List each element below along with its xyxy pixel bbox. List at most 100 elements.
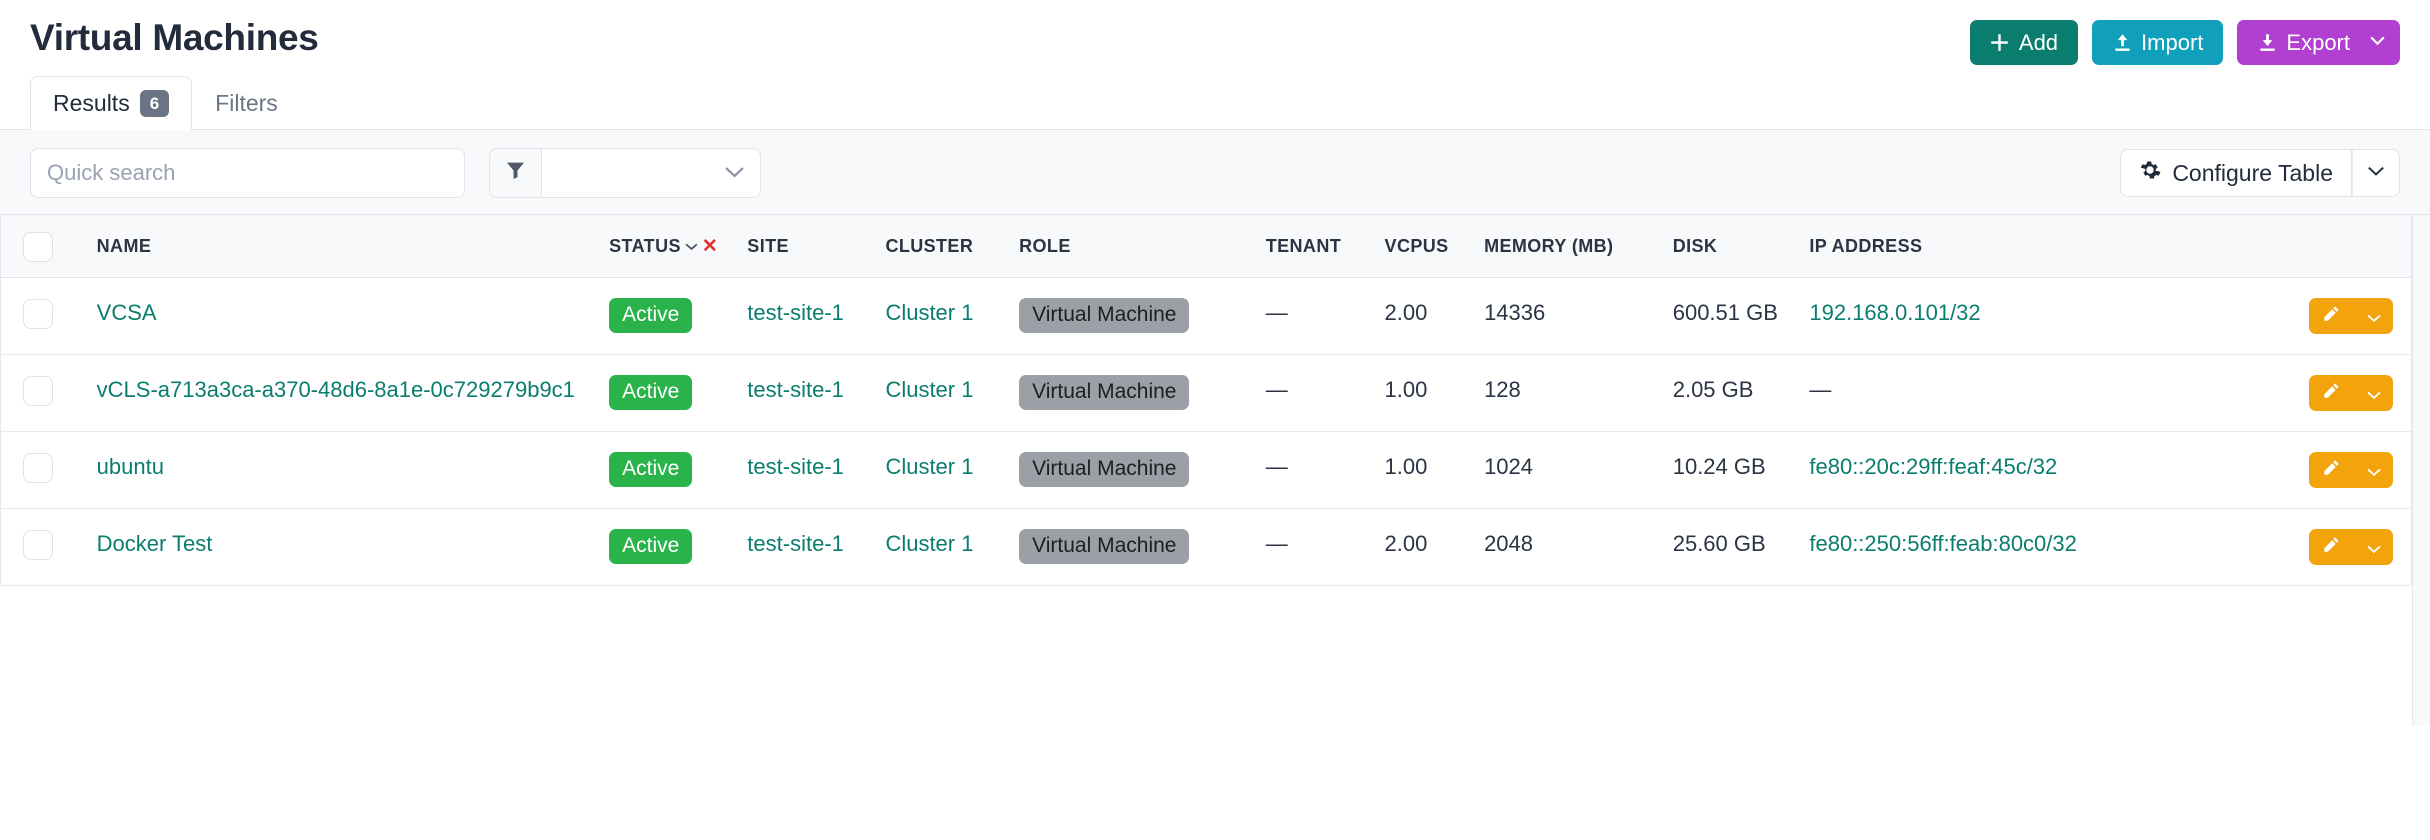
chevron-down-icon[interactable]: [2369, 34, 2386, 50]
column-header-disk[interactable]: DISK: [1662, 215, 1800, 278]
column-header-memory[interactable]: MEMORY (MB): [1474, 215, 1663, 278]
site-link[interactable]: test-site-1: [747, 531, 844, 556]
cell-role: Virtual Machine: [1009, 431, 1256, 509]
cell-site: test-site-1: [737, 431, 876, 509]
cell-disk: 10.24 GB: [1662, 431, 1800, 509]
filter-button[interactable]: [489, 148, 541, 198]
column-header-cluster[interactable]: CLUSTER: [875, 215, 1010, 278]
site-link[interactable]: test-site-1: [747, 377, 844, 402]
column-header-site[interactable]: SITE: [737, 215, 876, 278]
site-link[interactable]: test-site-1: [747, 454, 844, 479]
table-scrollbar[interactable]: [2412, 215, 2430, 726]
row-checkbox[interactable]: [23, 376, 53, 407]
tab-filters-label: Filters: [215, 90, 278, 117]
row-actions-dropdown[interactable]: [2353, 452, 2393, 488]
cell-name: vCLS-a713a3ca-a370-48d6-8a1e-0c729279b9c…: [86, 354, 600, 432]
import-button[interactable]: Import: [2092, 20, 2224, 65]
select-all-checkbox[interactable]: [23, 232, 53, 262]
status-badge: Active: [609, 298, 693, 334]
tab-filters[interactable]: Filters: [192, 76, 301, 130]
vm-name-link[interactable]: VCSA: [96, 300, 157, 325]
pencil-icon: [2322, 455, 2340, 484]
row-select-cell: [0, 354, 87, 432]
column-header-status-label: STATUS: [609, 236, 681, 256]
cell-status: Active: [599, 277, 738, 355]
pencil-icon: [2322, 378, 2340, 407]
row-checkbox[interactable]: [23, 453, 53, 484]
cluster-link[interactable]: Cluster 1: [885, 300, 974, 325]
add-button-label: Add: [2018, 29, 2059, 55]
cluster-link[interactable]: Cluster 1: [885, 454, 974, 479]
download-icon: [2257, 33, 2277, 53]
cell-ip-address-link[interactable]: fe80::20c:29ff:feaf:45c/32: [1809, 454, 2058, 479]
edit-button[interactable]: [2309, 452, 2353, 488]
row-actions-dropdown[interactable]: [2353, 529, 2393, 565]
row-checkbox[interactable]: [23, 299, 53, 330]
cell-status: Active: [599, 431, 738, 509]
tab-results[interactable]: Results 6: [30, 76, 193, 130]
cell-ip-address-wrap: fe80::20c:29ff:feaf:45c/32: [1799, 431, 2231, 509]
add-button[interactable]: Add: [1969, 20, 2079, 65]
configure-table-button[interactable]: Configure Table: [2120, 149, 2352, 197]
import-button-label: Import: [2141, 29, 2204, 55]
cluster-link[interactable]: Cluster 1: [885, 531, 974, 556]
row-actions-dropdown[interactable]: [2353, 375, 2393, 411]
status-badge: Active: [609, 375, 693, 411]
chevron-down-icon: [2366, 164, 2386, 182]
row-checkbox[interactable]: [23, 530, 53, 561]
column-header-vcpus[interactable]: VCPUS: [1374, 215, 1475, 278]
column-header-status[interactable]: STATUS ✕: [599, 215, 738, 278]
filter-select[interactable]: [541, 148, 761, 198]
search-input[interactable]: [30, 148, 465, 198]
edit-button[interactable]: [2309, 375, 2353, 411]
header-actions: Add Import Export: [1969, 14, 2400, 65]
cell-cluster: Cluster 1: [875, 431, 1010, 509]
cell-site: test-site-1: [737, 277, 876, 355]
vm-name-link[interactable]: Docker Test: [96, 531, 213, 556]
pencil-icon: [2322, 301, 2340, 330]
cell-site: test-site-1: [737, 354, 876, 432]
vm-name-link[interactable]: ubuntu: [96, 454, 164, 479]
cell-name: Docker Test: [86, 508, 600, 586]
cell-actions: [2230, 277, 2412, 355]
row-action-group: [2309, 452, 2393, 488]
cell-actions: [2230, 508, 2412, 586]
row-actions-dropdown[interactable]: [2353, 298, 2393, 334]
cell-memory: 128: [1474, 354, 1663, 432]
cell-role: Virtual Machine: [1009, 354, 1256, 432]
column-header-role[interactable]: ROLE: [1009, 215, 1256, 278]
cell-ip-address: —: [1809, 377, 1832, 402]
vm-name-link[interactable]: vCLS-a713a3ca-a370-48d6-8a1e-0c729279b9c…: [96, 377, 575, 402]
column-header-ip-address[interactable]: IP ADDRESS: [1799, 215, 2231, 278]
configure-table-caret[interactable]: [2352, 149, 2400, 197]
clear-sort-icon[interactable]: ✕: [701, 236, 719, 257]
row-select-cell: [0, 431, 87, 509]
cell-actions: [2230, 354, 2412, 432]
cell-tenant: —: [1255, 508, 1375, 586]
cell-name: VCSA: [86, 277, 600, 355]
cell-ip-address-link[interactable]: 192.168.0.101/32: [1809, 300, 1981, 325]
table-row: vCLS-a713a3ca-a370-48d6-8a1e-0c729279b9c…: [0, 354, 2412, 432]
page-title: Virtual Machines: [30, 17, 319, 58]
status-badge: Active: [609, 529, 693, 565]
cell-tenant: —: [1255, 431, 1375, 509]
chevron-down-icon: [2366, 378, 2382, 407]
export-button[interactable]: Export: [2237, 20, 2400, 65]
cell-tenant: —: [1255, 354, 1375, 432]
edit-button[interactable]: [2309, 298, 2353, 334]
site-link[interactable]: test-site-1: [747, 300, 844, 325]
cell-ip-address-link[interactable]: fe80::250:56ff:feab:80c0/32: [1809, 531, 2077, 556]
chevron-down-icon: [2366, 532, 2382, 561]
column-header-name[interactable]: NAME: [86, 215, 600, 278]
cell-ip-address-wrap: 192.168.0.101/32: [1799, 277, 2231, 355]
column-header-tenant[interactable]: TENANT: [1255, 215, 1375, 278]
cluster-link[interactable]: Cluster 1: [885, 377, 974, 402]
chevron-down-icon[interactable]: [684, 242, 699, 251]
cell-cluster: Cluster 1: [875, 277, 1010, 355]
cell-memory: 14336: [1474, 277, 1663, 355]
cell-site: test-site-1: [737, 508, 876, 586]
edit-button[interactable]: [2309, 529, 2353, 565]
role-badge: Virtual Machine: [1019, 375, 1190, 411]
